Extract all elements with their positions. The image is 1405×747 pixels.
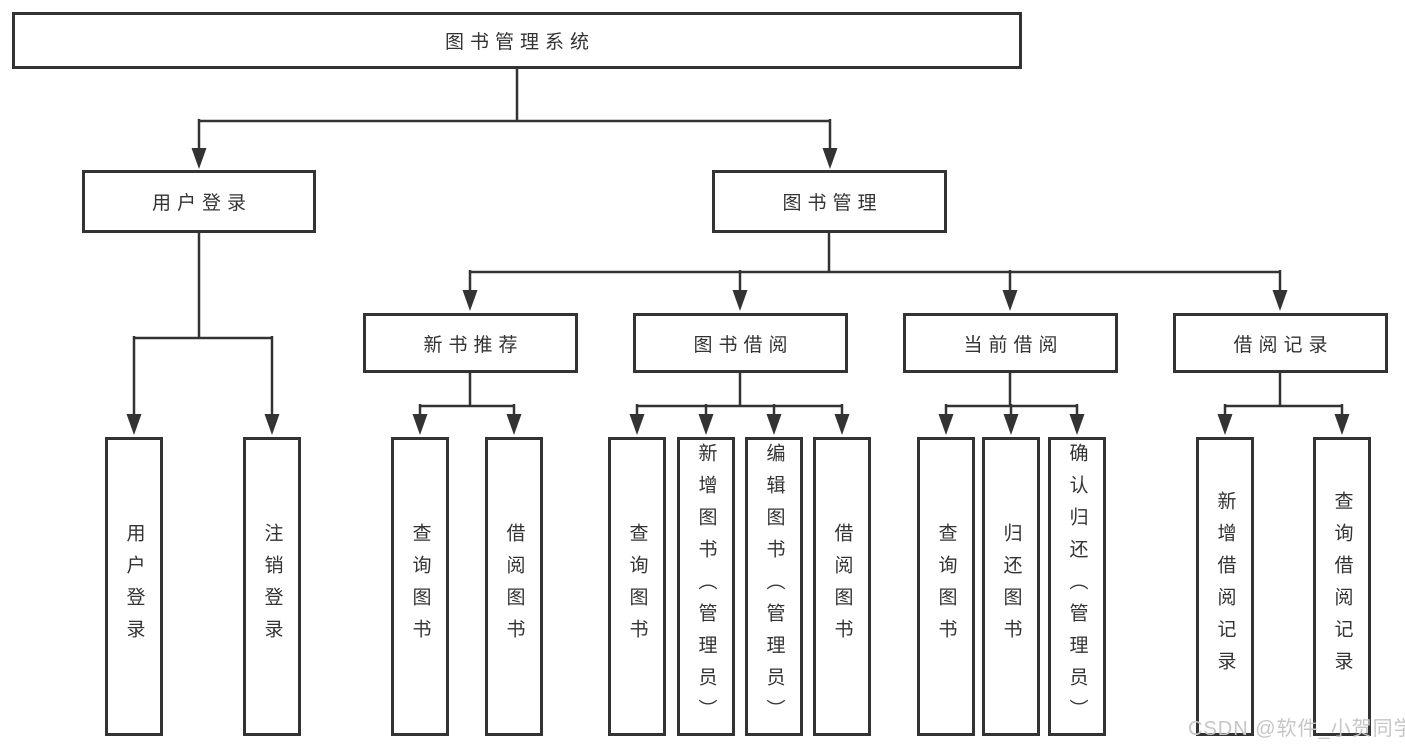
node-leaf-return-books: 归还图书 (982, 437, 1040, 736)
arrow-down-icon (412, 414, 428, 435)
node-leaf-borrow-books-recommend: 借阅图书 (485, 437, 543, 736)
node-leaf-query-books-current: 查询图书 (917, 437, 975, 736)
node-leaf-borrow-books-borrowing: 借阅图书 (813, 437, 871, 736)
node-book-management: 图书管理 (712, 170, 947, 233)
arrow-down-icon (732, 290, 748, 311)
arrow-down-icon (1003, 414, 1019, 435)
arrow-down-icon (1069, 414, 1085, 435)
node-leaf-confirm-return-admin: 确认归还（管理员） (1048, 437, 1106, 736)
node-user-login: 用户登录 (82, 170, 316, 233)
arrow-down-icon (1272, 290, 1288, 311)
node-root: 图书管理系统 (12, 12, 1022, 69)
arrow-down-icon (1002, 290, 1018, 311)
node-leaf-user-login: 用户登录 (105, 437, 163, 736)
node-current-borrowing: 当前借阅 (903, 313, 1118, 373)
arrow-down-icon (938, 414, 954, 435)
node-leaf-add-books-admin: 新增图书（管理员） (677, 437, 735, 736)
arrow-down-icon (629, 414, 645, 435)
arrow-down-icon (191, 148, 207, 169)
node-leaf-edit-books-admin: 编辑图书（管理员） (745, 437, 803, 736)
arrow-down-icon (1334, 414, 1350, 435)
node-leaf-logout: 注销登录 (243, 437, 301, 736)
arrow-down-icon (1217, 414, 1233, 435)
arrow-down-icon (506, 414, 522, 435)
node-leaf-query-books-borrowing: 查询图书 (608, 437, 666, 736)
node-new-book-recommend: 新书推荐 (363, 313, 578, 373)
arrow-down-icon (264, 414, 280, 435)
arrow-down-icon (126, 414, 142, 435)
arrow-down-icon (462, 290, 478, 311)
node-book-borrowing: 图书借阅 (633, 313, 848, 373)
arrow-down-icon (698, 414, 714, 435)
arrow-down-icon (834, 414, 850, 435)
node-borrowing-records: 借阅记录 (1173, 313, 1388, 373)
node-leaf-add-borrow-record: 新增借阅记录 (1196, 437, 1254, 736)
watermark: CSDN @软件_小贺同学 (1188, 718, 1405, 740)
node-leaf-query-books-recommend: 查询图书 (391, 437, 449, 736)
node-leaf-query-borrow-record: 查询借阅记录 (1313, 437, 1371, 736)
arrow-down-icon (822, 148, 838, 169)
arrow-down-icon (766, 414, 782, 435)
